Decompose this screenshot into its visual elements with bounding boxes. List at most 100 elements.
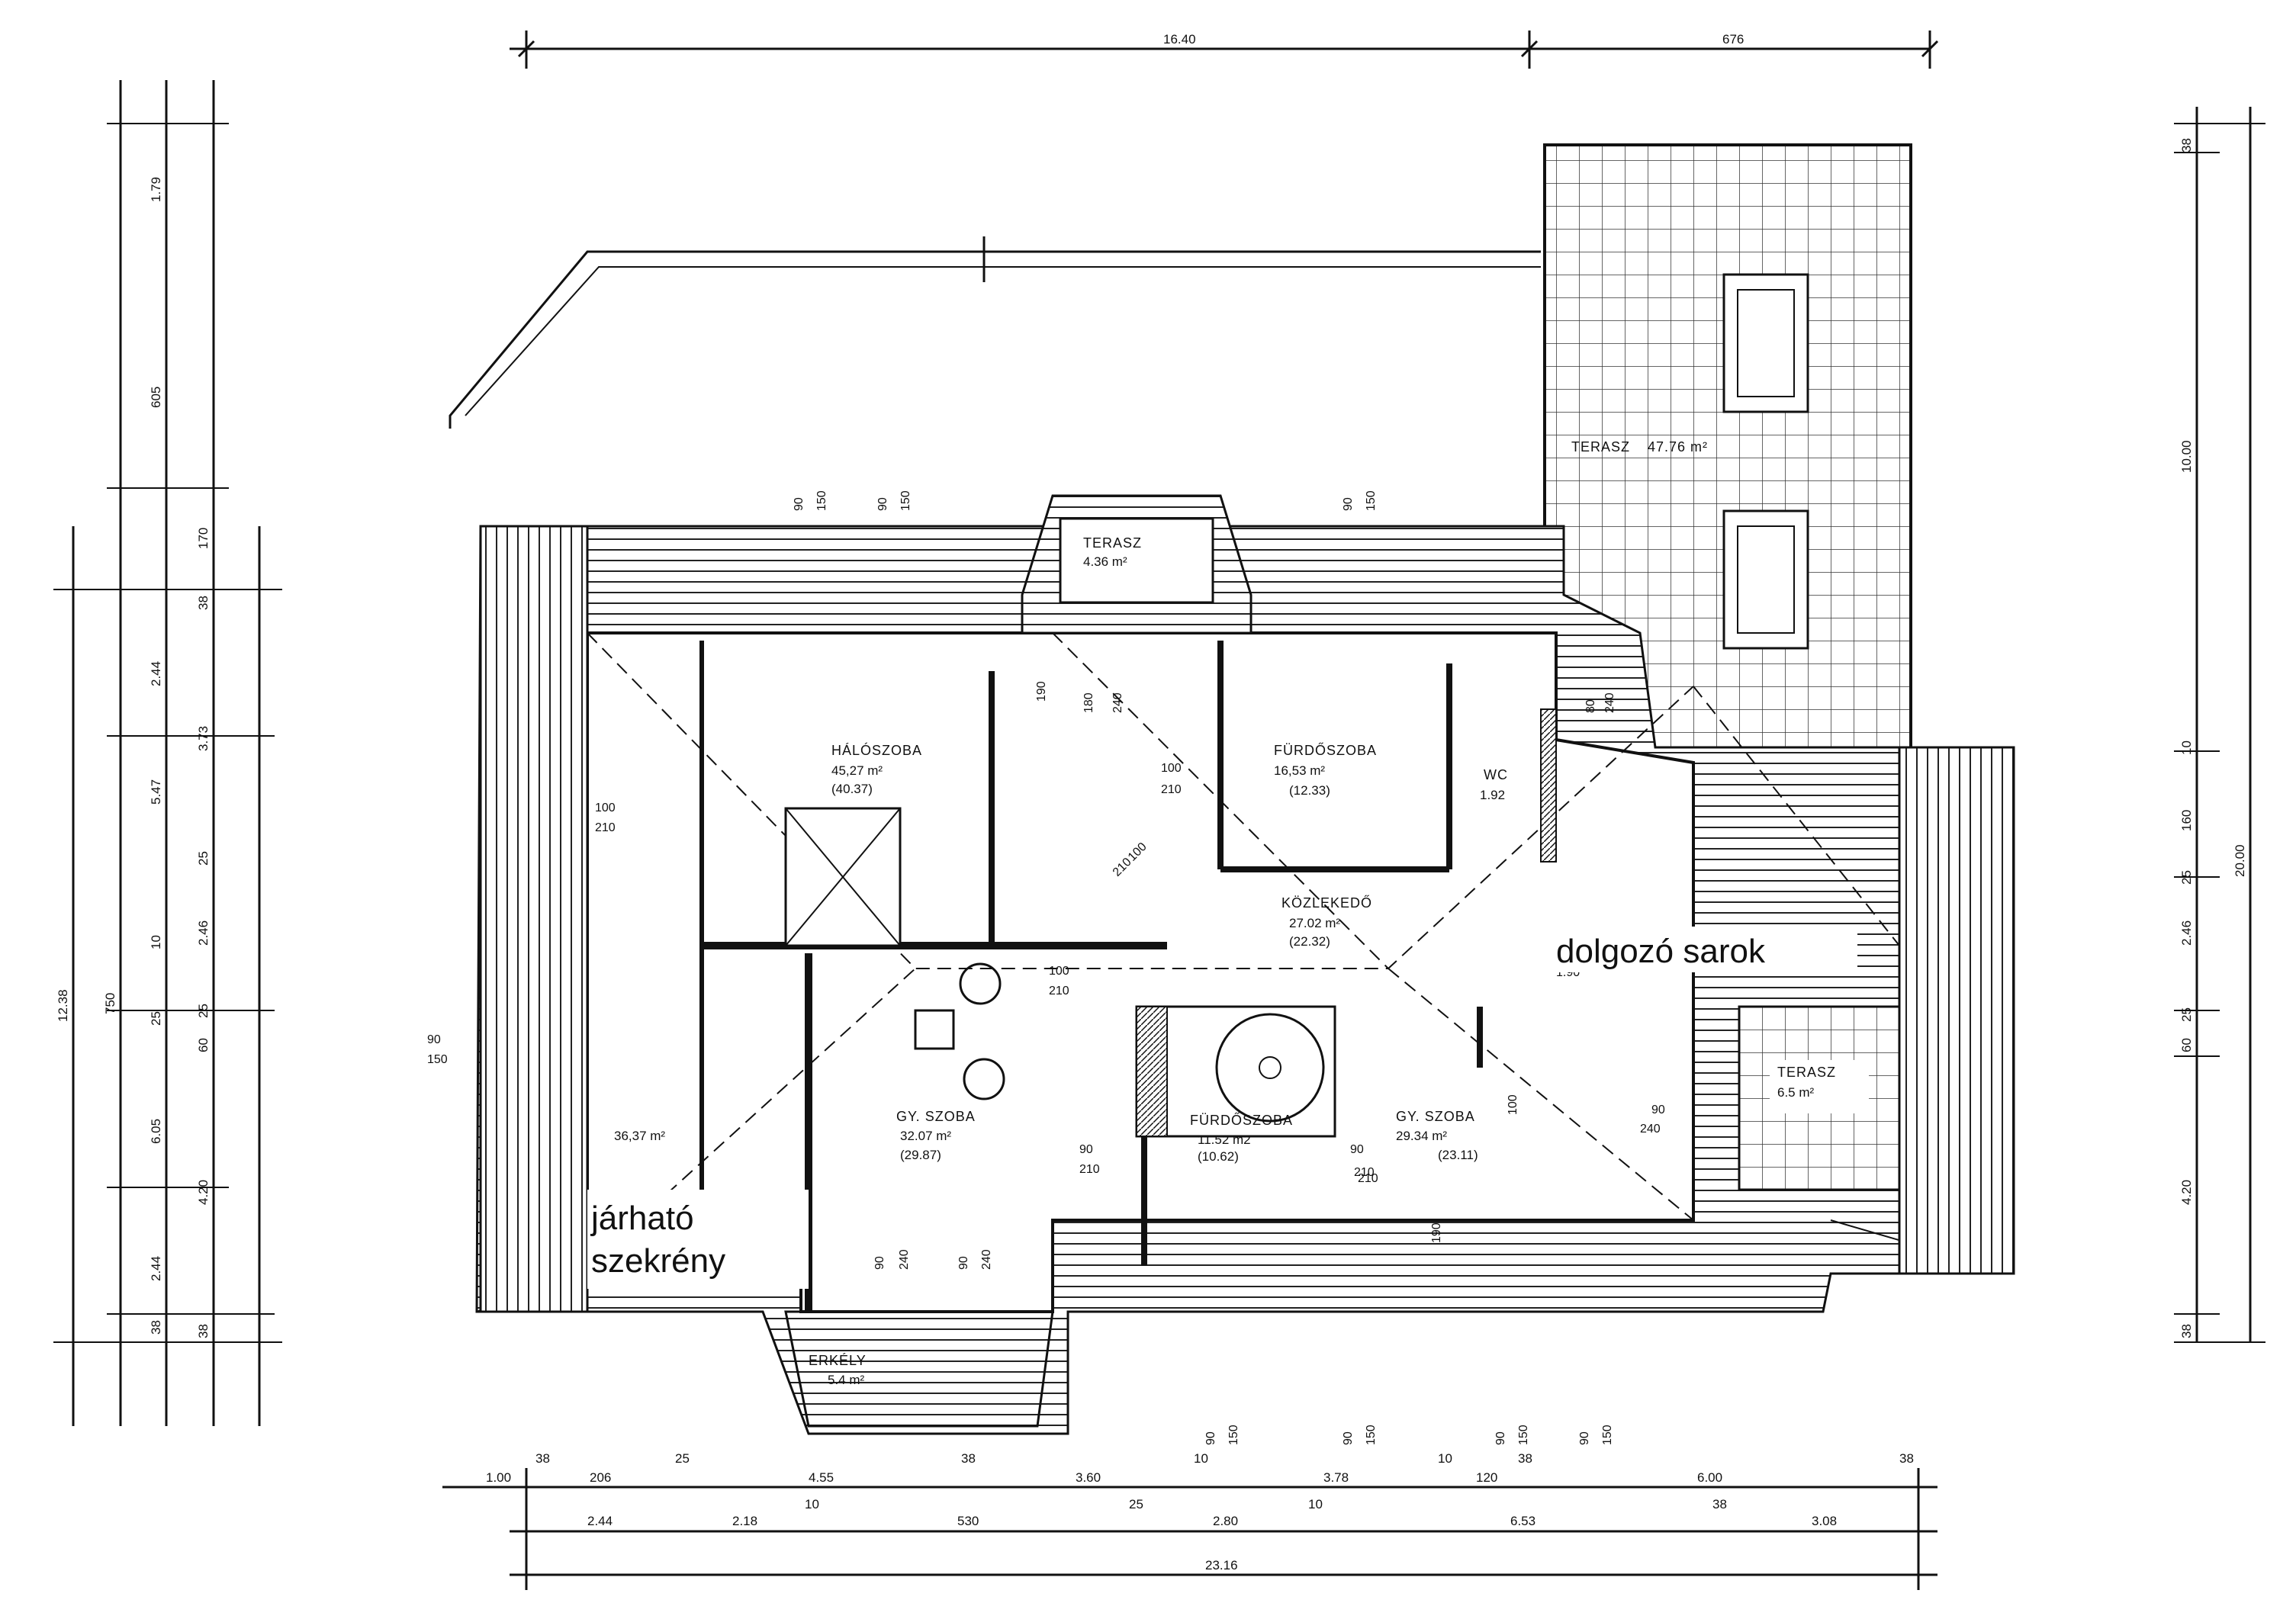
door-9-width: 80 — [1584, 699, 1597, 713]
dim-left-total: 12.38 — [56, 989, 70, 1022]
door-10-height: 240 — [898, 1249, 911, 1270]
dim-right-f: 2.46 — [2179, 920, 2194, 946]
dim-bot-r2h: 6.53 — [1510, 1514, 1535, 1528]
win-top-2a: 90 — [876, 497, 889, 511]
misc-190b: 190 — [1430, 1222, 1443, 1243]
haloszoba-name: HÁLÓSZOBA — [831, 742, 922, 758]
dim-bot-r2b: 2.18 — [732, 1514, 757, 1528]
wc-area: 1.92 — [1480, 788, 1505, 802]
top-planter — [449, 236, 1541, 429]
terrace-big-block: TERASZ 47.76 m² — [1543, 143, 1912, 810]
door-11-width: 90 — [957, 1256, 970, 1270]
dim-bot-k: 120 — [1476, 1470, 1497, 1485]
dim-left-g: 25 — [149, 1011, 163, 1026]
door-10-width: 90 — [873, 1256, 886, 1270]
door-8-height: 240 — [1111, 692, 1124, 713]
dim-right-a: 38 — [2179, 138, 2194, 153]
dim-left-e: 5.47 — [149, 779, 163, 805]
dim-left-b: 605 — [149, 387, 163, 408]
dim-bot-n: 38 — [1899, 1451, 1914, 1466]
win-left-b: 150 — [427, 1053, 448, 1066]
dim-bot-f: 38 — [961, 1451, 976, 1466]
left-dimension-lines: 12.38 750 1.79 605 170 2.44 5.47 10 25 6… — [53, 80, 282, 1426]
gyszoba-right-net: (23.11) — [1438, 1148, 1478, 1162]
roof-ridge-lines — [587, 632, 1900, 1267]
dim-bot-r2i: 38 — [1712, 1497, 1727, 1511]
spiral-stair — [1135, 1005, 1336, 1138]
door-11-height: 240 — [980, 1249, 993, 1270]
dim-left-j: 38 — [149, 1320, 163, 1335]
dim-right-e: 25 — [2179, 870, 2194, 885]
dim-left-d: 2.44 — [149, 661, 163, 686]
win-left-a: 90 — [427, 1033, 441, 1046]
dim-bot-e: 4.55 — [809, 1470, 834, 1485]
dim-bot-total: 23.16 — [1205, 1558, 1238, 1572]
dim-right-g: 25 — [2179, 1007, 2194, 1022]
dim-right-i: 4.20 — [2179, 1180, 2194, 1205]
dim-bot-c: 206 — [590, 1470, 611, 1485]
win-top-2b: 150 — [899, 490, 912, 511]
erkely-area: 5.4 m² — [828, 1373, 865, 1387]
win-bot-2a: 90 — [1342, 1431, 1355, 1445]
dim-left-l: 3.73 — [196, 726, 211, 751]
dim-left-c: 170 — [196, 528, 211, 549]
dim-bot-r2c: 10 — [805, 1497, 819, 1511]
furniture-table — [914, 962, 1005, 1100]
annotation-bg-dolgozo — [1552, 927, 1857, 972]
furdo-bottom-name: FÜRDŐSZOBA — [1190, 1112, 1293, 1128]
dim-left-r: 38 — [196, 1324, 211, 1338]
win-top-1a: 90 — [793, 497, 806, 511]
haloszoba-area: 45,27 m² — [831, 763, 883, 778]
dim-right-j: 38 — [2179, 1324, 2194, 1338]
terrace-big-area: 47.76 m² — [1648, 439, 1708, 455]
dim-bot-a: 1.00 — [486, 1470, 511, 1485]
win-bot-4a: 90 — [1578, 1431, 1591, 1445]
gyszoba-right-area: 29.34 m² — [1396, 1129, 1447, 1143]
kozlekedo-name: KÖZLEKEDŐ — [1281, 895, 1372, 911]
dim-left-750: 750 — [103, 993, 117, 1014]
annotation-jarhato-line1: járható — [590, 1200, 694, 1237]
dim-left-p: 60 — [196, 1038, 211, 1052]
furdo-top-net: (12.33) — [1289, 783, 1330, 798]
door-2-width: 100 — [1161, 762, 1182, 775]
dim-bot-g: 3.60 — [1076, 1470, 1101, 1485]
terrace-right-block: TERASZ 6.5 m² — [1738, 1005, 1901, 1191]
balcony: ERKÉLY 5.4 m² — [784, 1310, 1054, 1428]
door-8-width: 180 — [1082, 692, 1095, 713]
dim-bot-h: 10 — [1194, 1451, 1208, 1466]
door-3-height: 210 — [1049, 985, 1069, 997]
kozlekedo-area: 27.02 m² — [1289, 916, 1340, 930]
right-dimension-lines: 38 10.00 10 160 25 2.46 25 60 4.20 38 20… — [2174, 107, 2265, 1343]
door-9-height: 240 — [1603, 692, 1616, 713]
misc-100: 100 — [1507, 1094, 1519, 1115]
dim-top-total: 16.40 — [1163, 32, 1196, 47]
dim-bot-r2f: 2.80 — [1213, 1514, 1238, 1528]
dim-left-f: 10 — [149, 935, 163, 949]
win-top-3b: 150 — [1365, 490, 1378, 511]
door-6-width: 90 — [1350, 1143, 1364, 1156]
wc-name: WC — [1484, 767, 1508, 782]
door-labels: 100 210 100 210 100 210 100 210 90 210 9… — [427, 490, 1665, 1445]
dim-bot-r2j: 3.08 — [1812, 1514, 1837, 1528]
dim-bot-r2a: 2.44 — [587, 1514, 613, 1528]
terrace-top-name: TERASZ — [1083, 535, 1142, 551]
dim-bot-m: 6.00 — [1697, 1470, 1722, 1485]
gyszoba-left-net: (29.87) — [900, 1148, 941, 1162]
dim-bot-r2g: 10 — [1308, 1497, 1323, 1511]
closet-area: 36,37 m² — [614, 1129, 665, 1143]
annotation-bg-jarhato — [587, 1190, 809, 1289]
terrace-top-area: 4.36 m² — [1083, 554, 1127, 569]
dim-right-h: 60 — [2179, 1038, 2194, 1052]
door-1-height: 210 — [595, 821, 616, 834]
door-1-width: 100 — [595, 802, 616, 814]
terrace-big-name: TERASZ — [1571, 439, 1630, 455]
erkely-name: ERKÉLY — [809, 1353, 867, 1368]
dim-left-m: 25 — [196, 851, 211, 866]
win-bot-3b: 150 — [1517, 1425, 1530, 1445]
door-2-height: 210 — [1161, 783, 1182, 796]
dim-right-total: 20.00 — [2233, 844, 2247, 877]
dim-left-q: 4.20 — [196, 1180, 211, 1205]
gyszoba-right-name: GY. SZOBA — [1396, 1109, 1475, 1124]
win-top-3a: 90 — [1342, 497, 1355, 511]
